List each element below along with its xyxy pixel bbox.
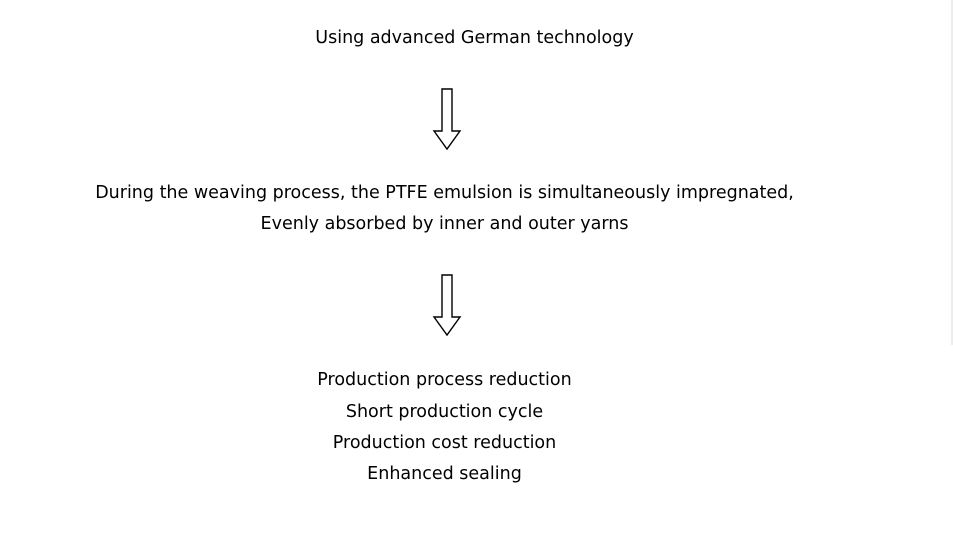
step-3-text-line-2: Short production cycle: [345, 402, 544, 422]
step-3-text-line-4: Enhanced sealing: [367, 464, 522, 484]
down-arrow-icon: [432, 274, 462, 337]
step-1-text: Using advanced German technology: [315, 28, 634, 48]
step-3-text-line-1: Production process reduction: [317, 370, 572, 390]
step-2-text-line-1: During the weaving process, the PTFE emu…: [95, 183, 794, 203]
down-arrow-icon: [432, 88, 462, 151]
step-2-text-line-2: Evenly absorbed by inner and outer yarns: [260, 214, 629, 234]
step-3-text-line-3: Production cost reduction: [332, 433, 557, 453]
page-edge: [951, 0, 953, 345]
